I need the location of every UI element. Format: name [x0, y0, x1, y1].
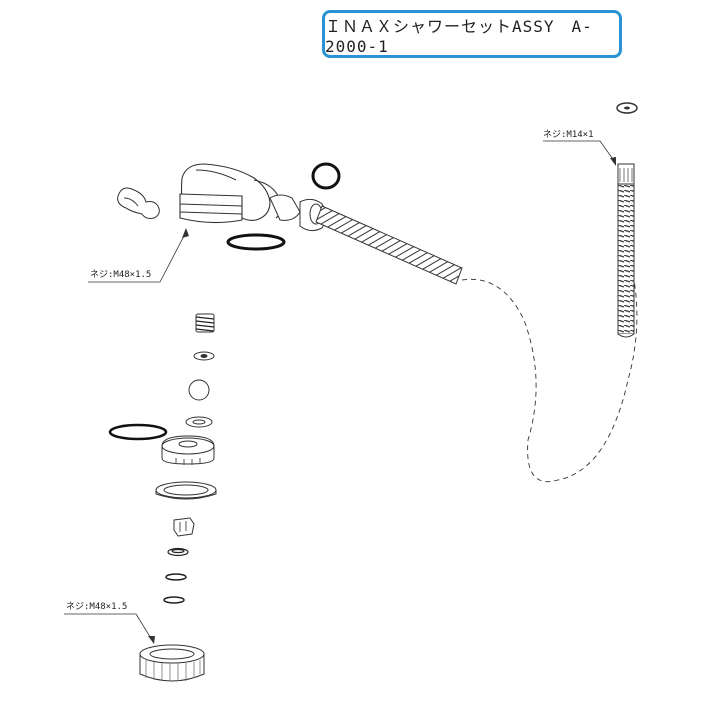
c-clip-part: [167, 547, 189, 557]
o-ring-upper: [311, 162, 341, 190]
thread-label-shower-head: ネジ:M48×1.5: [90, 270, 152, 280]
hose-end-part: [616, 102, 638, 338]
hose-dashed-line: [461, 278, 638, 482]
small-washer-part: [193, 351, 215, 361]
shower-hose-part: [315, 205, 463, 285]
valve-body-part: [161, 435, 215, 465]
washer-lower-2: [163, 596, 185, 604]
o-ring-mid: [108, 423, 168, 441]
small-ring-part: [185, 416, 213, 428]
leader-line-cap: [64, 613, 153, 641]
o-ring-head: [226, 233, 286, 251]
gasket-disc-part: [155, 481, 217, 500]
thread-label-cap: ネジ:M48×1.5: [66, 602, 128, 612]
shower-head-part: [179, 163, 282, 224]
holder-clip-part: [117, 187, 160, 219]
leader-lines: [64, 140, 616, 641]
diagram-title: ＩＮＡＸシャワーセットASSY A-2000-1: [322, 10, 622, 58]
spring-part: [195, 313, 215, 333]
thread-label-hose-end: ネジ:M14×1: [543, 130, 594, 140]
nut-part: [173, 517, 195, 537]
washer-lower-1: [165, 573, 187, 581]
ball-part: [188, 379, 210, 401]
leader-arrows: [148, 157, 616, 644]
hose-connector-part: [269, 194, 327, 232]
leader-line-head: [88, 231, 187, 283]
cap-nut-part: [139, 644, 205, 682]
leader-line-hose: [543, 140, 616, 163]
